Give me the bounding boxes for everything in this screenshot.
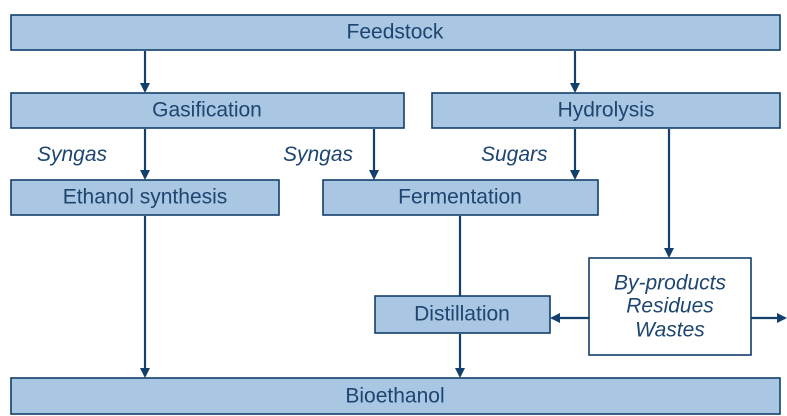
node-byproducts: By-products Residues Wastes xyxy=(588,257,752,356)
node-feedstock: Feedstock xyxy=(10,14,781,51)
gasification-label: Gasification xyxy=(152,99,262,122)
fermentation-label: Fermentation xyxy=(398,186,522,209)
node-ethanol-synthesis: Ethanol synthesis xyxy=(10,179,280,216)
node-fermentation: Fermentation xyxy=(322,179,599,216)
node-hydrolysis: Hydrolysis xyxy=(431,92,781,129)
distillation-label: Distillation xyxy=(414,303,510,326)
byproducts-line2: Residues xyxy=(626,295,714,318)
byproducts-line1: By-products xyxy=(614,272,727,295)
node-distillation: Distillation xyxy=(374,295,551,334)
byproducts-line3: Wastes xyxy=(635,319,705,342)
feedstock-label: Feedstock xyxy=(347,21,444,44)
ethanol-synthesis-label: Ethanol synthesis xyxy=(63,186,228,209)
node-gasification: Gasification xyxy=(10,92,405,129)
hydrolysis-label: Hydrolysis xyxy=(558,99,655,122)
edge-label-syngas-right: Syngas xyxy=(283,143,354,166)
bioethanol-label: Bioethanol xyxy=(345,385,444,408)
node-bioethanol: Bioethanol xyxy=(10,377,781,415)
edge-label-sugars: Sugars xyxy=(481,143,548,166)
edge-label-syngas-left: Syngas xyxy=(37,143,108,166)
